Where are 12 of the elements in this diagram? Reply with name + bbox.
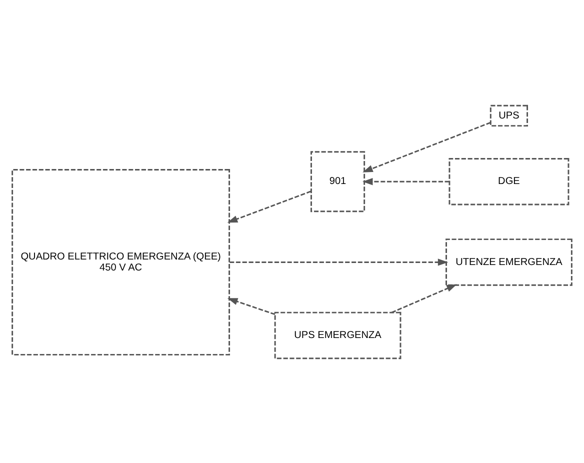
arrow <box>227 298 276 315</box>
arrow <box>362 121 491 172</box>
node-box: DGE <box>448 158 570 205</box>
node-box: UPS EMERGENZA <box>274 311 402 359</box>
node-box: QUADRO ELETTRICO EMERGENZA (QEE) 450 V AC <box>12 168 230 355</box>
arrow <box>391 284 457 313</box>
node-box: 901 <box>310 150 366 212</box>
node-box: UTENZE EMERGENZA <box>446 238 572 286</box>
arrow <box>230 258 448 266</box>
arrow <box>362 178 450 185</box>
arrow <box>227 190 312 222</box>
node-box: UPS <box>490 104 528 126</box>
